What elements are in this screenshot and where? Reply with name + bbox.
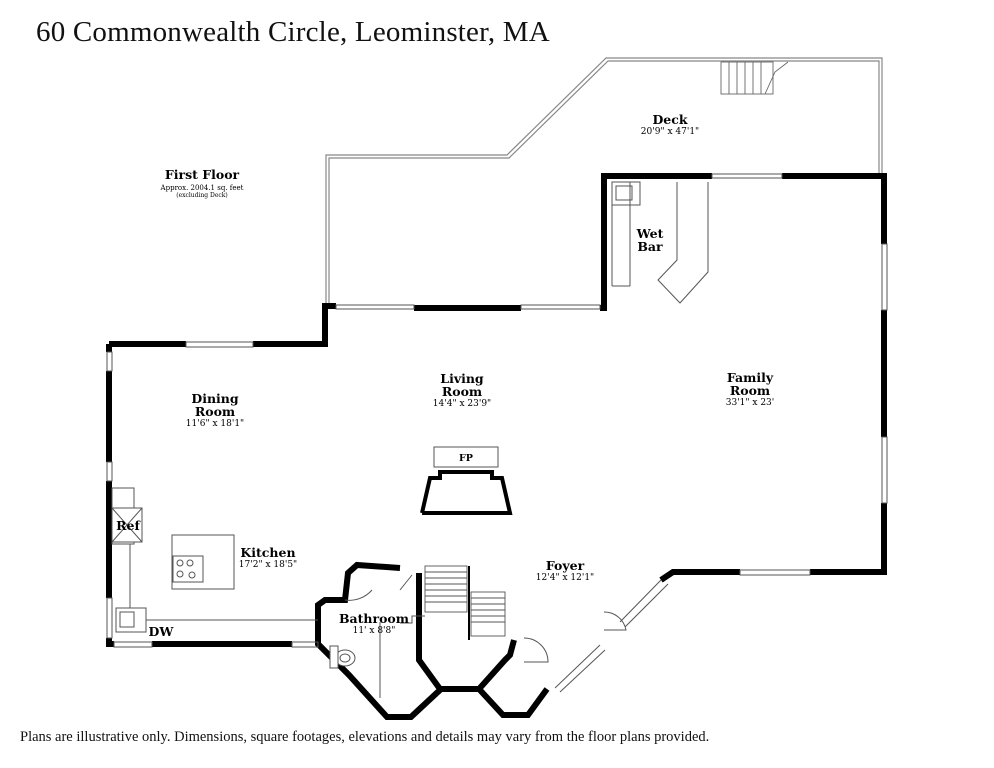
kitchen-dims: 17'2" x 18'5" — [239, 560, 297, 570]
interior-stairs — [424, 565, 506, 640]
living-room-label-1: Living — [440, 371, 484, 386]
refrigerator-label: Ref — [116, 518, 141, 533]
dishwasher-label: DW — [149, 624, 175, 639]
family-room-label-2: Room — [730, 383, 770, 398]
kitchen-fixtures — [111, 487, 235, 633]
wet-bar-label-1: Wet — [636, 226, 664, 241]
dining-room-label-1: Dining — [191, 391, 239, 406]
foyer-dims: 12'4" x 12'1" — [536, 573, 594, 583]
wet-bar-label-2: Bar — [637, 239, 663, 254]
floor-area-note: (excluding Deck) — [176, 192, 228, 199]
deck-outline — [325, 57, 883, 304]
family-room-dims: 33'1" x 23' — [726, 398, 775, 408]
floor-name: First Floor — [165, 167, 240, 182]
bathroom-dims: 11' x 8'8" — [353, 626, 396, 636]
fireplace — [420, 446, 513, 515]
dining-room-label-2: Room — [195, 404, 235, 419]
page-title: 60 Commonwealth Circle, Leominster, MA — [36, 16, 550, 48]
floor-plan: First Floor Approx. 2004.1 sq. feet (exc… — [106, 57, 888, 720]
fireplace-label: FP — [459, 453, 473, 464]
living-room-label-2: Room — [442, 384, 482, 399]
wet-bar-fixtures — [611, 181, 709, 304]
bathroom-fixtures — [329, 574, 627, 698]
bathroom-label: Bathroom — [339, 611, 409, 626]
floor-area: Approx. 2004.1 sq. feet — [160, 184, 244, 192]
family-room-label-1: Family — [727, 370, 774, 385]
living-room-dims: 14'4" x 23'9" — [433, 399, 491, 409]
dining-room-dims: 11'6" x 18'1" — [186, 419, 244, 429]
exterior-walls — [106, 173, 887, 720]
kitchen-label: Kitchen — [240, 545, 295, 560]
disclaimer: Plans are illustrative only. Dimensions,… — [20, 729, 710, 745]
deck-label: Deck — [652, 112, 687, 127]
deck-dims: 20'9" x 47'1" — [641, 127, 699, 137]
deck-stairs — [720, 61, 789, 95]
foyer-label: Foyer — [546, 558, 585, 573]
